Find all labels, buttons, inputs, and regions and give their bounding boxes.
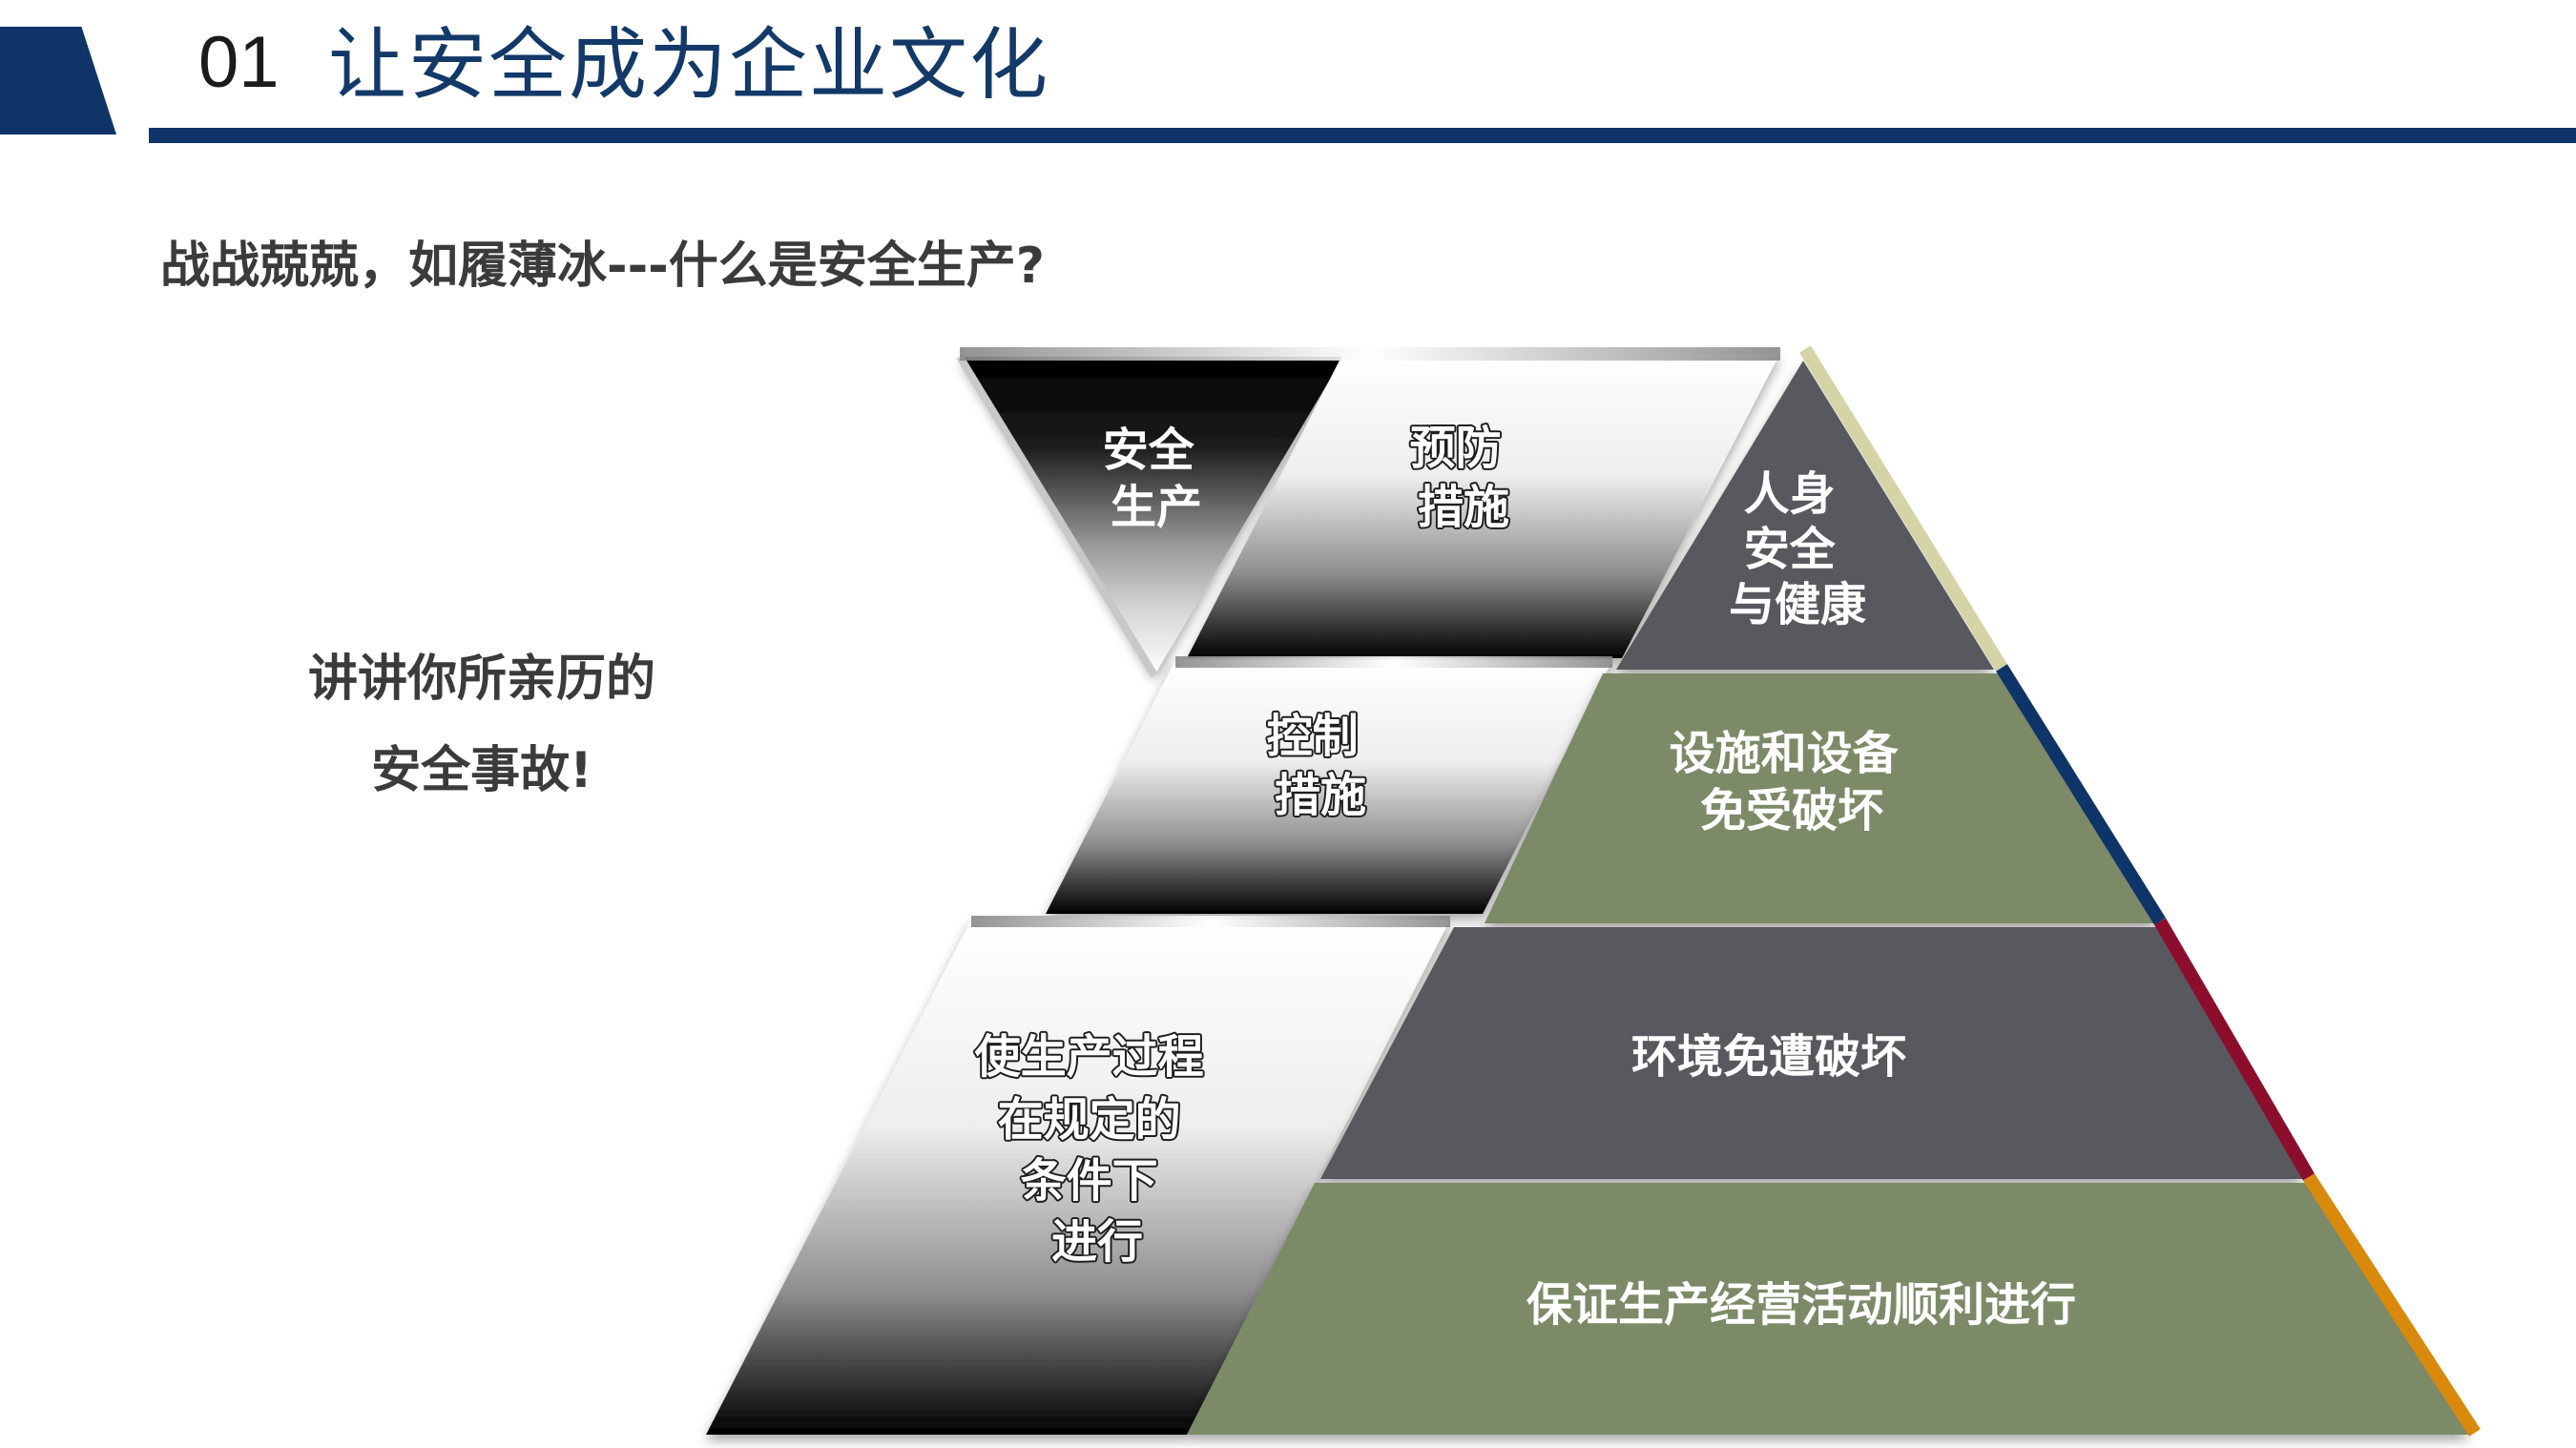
process-band-top-edge <box>971 916 1450 927</box>
level-label-operations: 保证生产经营活动顺利进行 <box>1527 1278 2076 1332</box>
apex-triangle-edge <box>956 354 1158 678</box>
side-note: 讲讲你所亲历的 安全事故! <box>258 633 706 817</box>
pyramid-edge-top <box>1799 345 2007 672</box>
pyramid-level-operations <box>1187 1183 2469 1435</box>
level-label-personal-safety-line-3: 与健康 <box>1729 578 1866 631</box>
measure-band-control <box>1046 660 1612 914</box>
level-label-personal-safety: 人身 安全 与健康 <box>1729 467 1866 631</box>
level-label-personal-safety-line-2: 安全 <box>1744 523 1837 576</box>
side-note-line-1: 讲讲你所亲历的 <box>307 651 655 708</box>
measure-band-process <box>706 920 1450 1435</box>
pyramid-edge-upper-middle <box>1996 664 2166 925</box>
pyramid-edge-lower-middle <box>2153 918 2316 1181</box>
measure-label-process-line-3: 条件下 <box>1021 1154 1158 1208</box>
subtitle: 战战兢兢，如履薄冰---什么是安全生产? <box>160 238 1045 295</box>
measure-label-process-line-2: 在规定的 <box>998 1093 1181 1147</box>
measure-label-process-line-4: 进行 <box>1051 1215 1143 1269</box>
side-note-line-2: 安全事故! <box>371 742 592 799</box>
level-label-personal-safety-line-1: 人身 <box>1744 467 1836 521</box>
measure-label-prevention-line-1: 预防 <box>1410 422 1502 475</box>
level-label-environment: 环境免遭破坏 <box>1631 1030 1906 1084</box>
measure-label-prevention-line-2: 措施 <box>1418 481 1509 534</box>
apex-label: 安全 生产 <box>1103 424 1211 534</box>
measure-band-prevention <box>1187 353 1780 658</box>
level-label-facility-protection: 设施和设备 免受破坏 <box>1670 727 1915 838</box>
measure-label-prevention: 预防 措施 <box>1410 422 1518 534</box>
level-label-facility-line-1: 设施和设备 <box>1670 727 1900 780</box>
control-band-top-edge <box>1175 656 1612 668</box>
pyramid-level-personal-safety <box>1616 361 1994 670</box>
title-underline <box>149 128 2576 143</box>
apex-label-line-1: 安全 <box>1103 424 1195 477</box>
apex-triangle <box>960 357 1343 675</box>
pyramid-edge-bottom <box>2303 1173 2481 1437</box>
slide-title: 让安全成为企业文化 <box>328 20 1050 111</box>
apex-label-line-2: 生产 <box>1111 481 1202 534</box>
prevention-band-top-edge <box>960 347 1780 361</box>
pyramid-level-environment <box>1320 927 2303 1179</box>
level-label-facility-line-2: 免受破坏 <box>1700 784 1883 838</box>
measure-label-control-line-1: 控制 <box>1267 710 1359 763</box>
measure-label-control-line-2: 措施 <box>1275 769 1366 822</box>
slide-number: 01 <box>198 22 280 103</box>
measure-label-control: 控制 措施 <box>1267 710 1375 822</box>
measure-label-process: 使生产过程 在规定的 条件下 进行 <box>975 1030 1220 1269</box>
measure-label-process-line-1: 使生产过程 <box>975 1030 1204 1084</box>
pyramid-level-facility-protection <box>1485 673 2158 923</box>
